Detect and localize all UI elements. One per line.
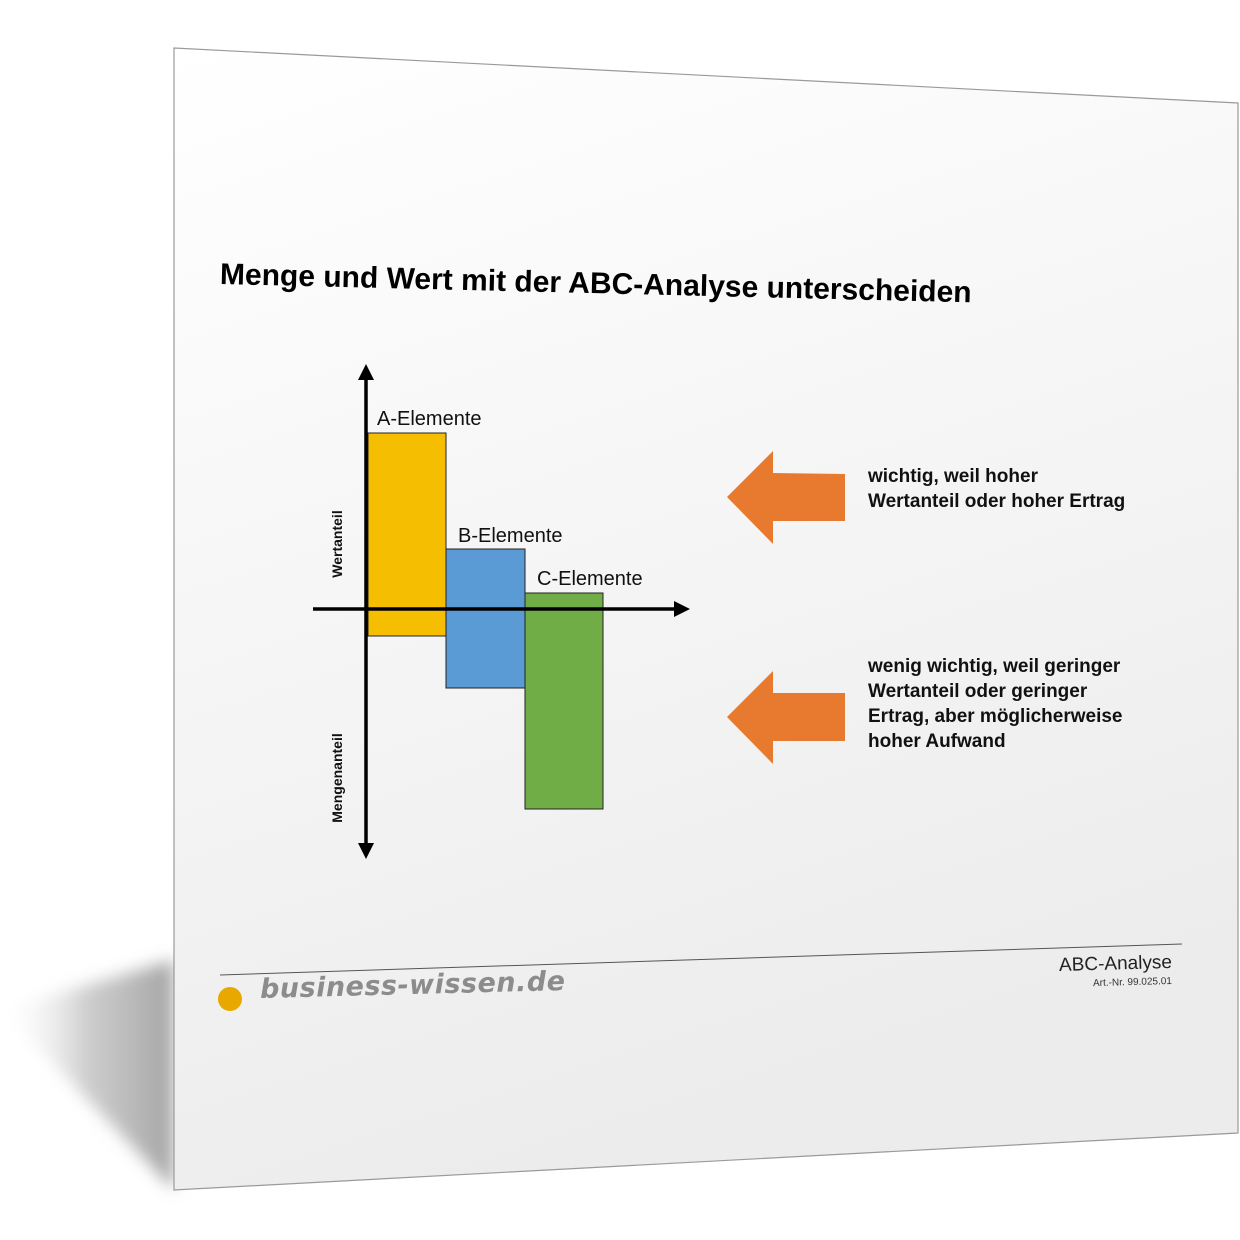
axis-arrow-right-icon xyxy=(674,601,690,617)
axis-label-wertanteil: Wertanteil xyxy=(329,510,345,577)
arrow-left-icon xyxy=(727,671,845,764)
arrow-left-icon xyxy=(727,451,845,544)
brand-dot-icon xyxy=(218,987,242,1011)
document-title: ABC-Analyse xyxy=(1058,952,1173,976)
label-a-elemente: A-Elemente xyxy=(377,408,482,430)
article-number: Art.-Nr. 99.025.01 xyxy=(1092,976,1173,990)
label-b-elemente: B-Elemente xyxy=(458,525,563,547)
bar-c-elemente xyxy=(524,592,604,810)
note-less-important: wenig wichtig, weil geringer Wertanteil … xyxy=(868,656,1123,752)
label-c-elemente: C-Elemente xyxy=(537,568,643,590)
axis-arrow-down-icon xyxy=(358,843,374,859)
bar-b-elemente xyxy=(445,548,526,689)
bar-a-elemente xyxy=(367,432,447,637)
axis-label-mengenanteil: Mengenanteil xyxy=(329,733,345,822)
axis-arrow-up-icon xyxy=(358,364,374,380)
note-important: wichtig, weil hoher Wertanteil oder hohe… xyxy=(868,466,1126,512)
footer-rule xyxy=(219,943,1183,976)
